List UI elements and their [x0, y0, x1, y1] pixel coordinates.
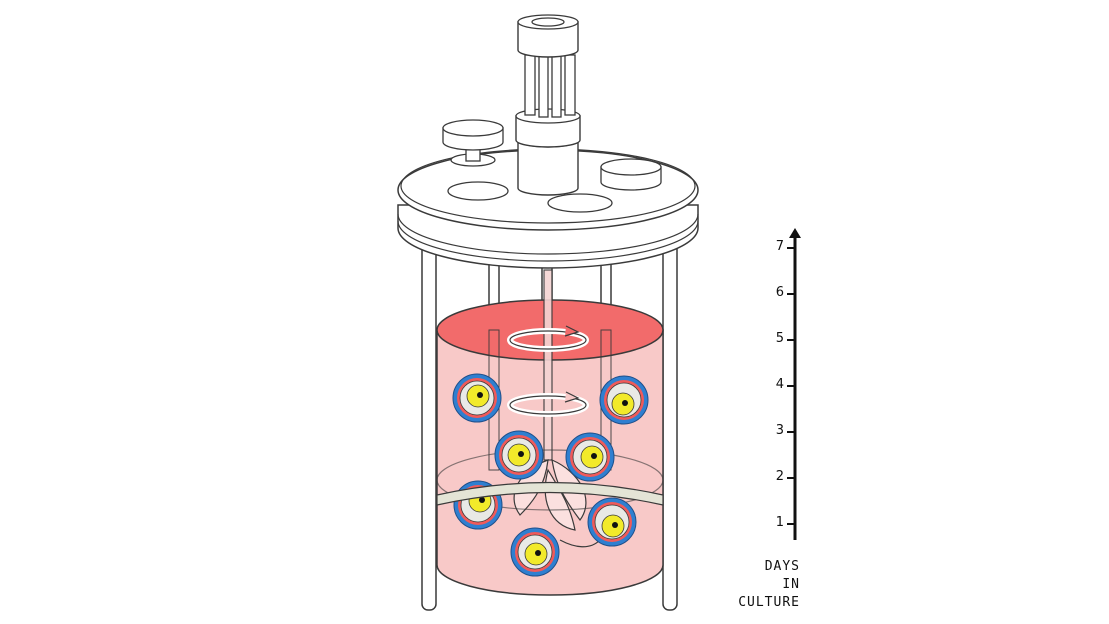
stirrer-band	[436, 481, 664, 506]
lid-port-bottom	[547, 193, 613, 213]
lid-port-left	[447, 181, 509, 201]
days-axis	[787, 228, 801, 540]
axis-title-line-2: IN	[782, 577, 800, 592]
microcarrier-3	[494, 430, 544, 480]
microcarrier-4	[565, 432, 615, 482]
tick-label-3: 3	[775, 423, 784, 438]
axis-title-line-3: CULTURE	[738, 595, 800, 610]
motor-drive	[515, 14, 581, 196]
port-cap	[600, 158, 662, 191]
rotation-arrow-top	[507, 325, 589, 352]
tick-label-1: 1	[775, 515, 784, 530]
reactor-legs	[421, 239, 678, 611]
axis-title-line-1: DAYS	[764, 559, 800, 574]
microcarrier-7	[510, 527, 560, 577]
microcarrier-6	[587, 497, 637, 547]
tick-label-5: 5	[775, 331, 784, 346]
tick-label-2: 2	[775, 469, 784, 484]
tick-label-7: 7	[775, 239, 784, 254]
tick-label-4: 4	[775, 377, 784, 392]
axis-arrow	[789, 228, 801, 238]
liquid-level-ring	[436, 449, 664, 511]
axis-title: DAYS IN CULTURE	[700, 558, 800, 612]
tick-label-6: 6	[775, 285, 784, 300]
rotation-arrow-middle	[507, 391, 589, 417]
microcarrier-2	[599, 375, 649, 425]
sampling-cap	[442, 119, 504, 167]
microcarrier-1	[452, 373, 502, 423]
